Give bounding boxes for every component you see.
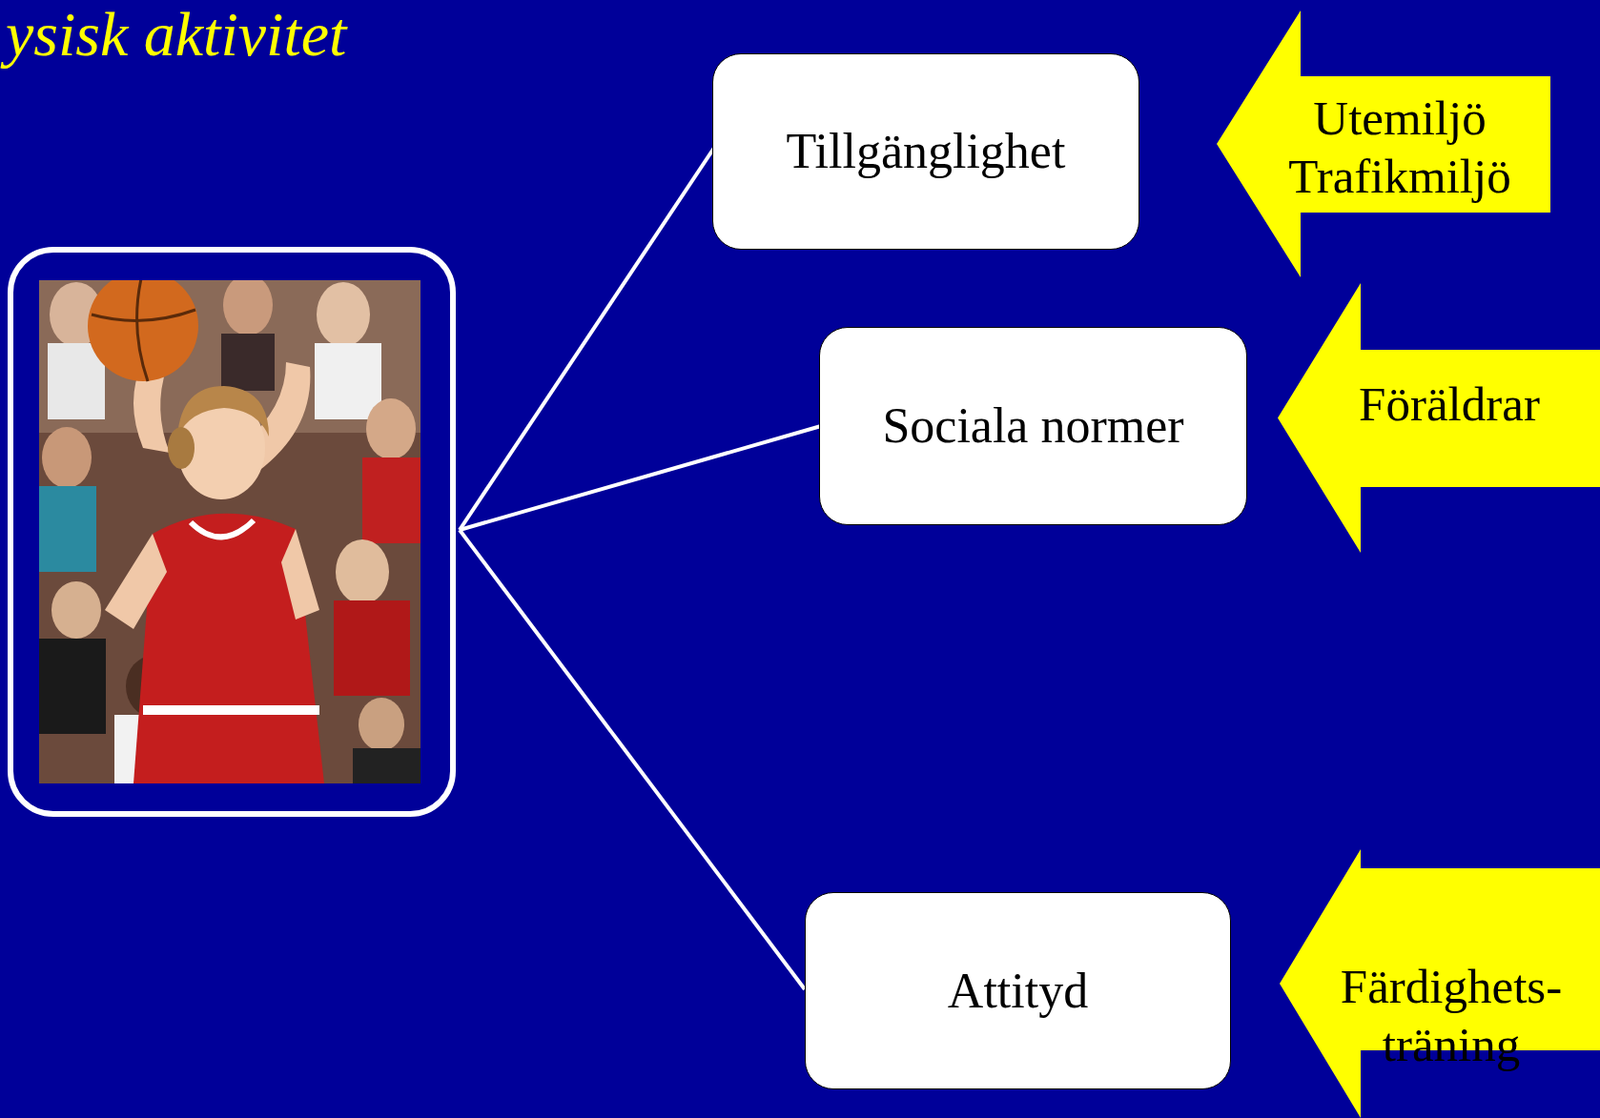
factor-box: Sociala normer: [819, 327, 1248, 526]
leader-line: [459, 426, 821, 531]
block-arrow-fill: [1279, 849, 1600, 1118]
block-arrow-fill: [1216, 10, 1551, 278]
box-label: Tillgänglighet: [786, 123, 1067, 181]
connector-lines: [459, 147, 821, 990]
factor-box: Attityd: [804, 892, 1231, 1090]
slide-title: ysisk aktivitet: [5, 0, 347, 70]
arrow-label: Trafikmiljö: [1288, 147, 1511, 206]
player: [87, 280, 325, 784]
arrow-label: Utemiljö: [1288, 89, 1511, 148]
crowd-background: [39, 280, 421, 784]
block-arrow-fill: [1277, 283, 1600, 554]
arrow-label: Föräldrar: [1358, 375, 1540, 434]
basketball-photo: [10, 249, 453, 815]
influence-arrow: Färdighets- träning: [1279, 849, 1600, 1118]
box-label: Sociala normer: [882, 397, 1184, 455]
leader-line: [459, 147, 715, 531]
box-label: Attityd: [947, 963, 1088, 1021]
influence-arrow: Föräldrar: [1277, 283, 1600, 554]
crowd: [39, 280, 421, 784]
arrow-label: Färdighets- träning: [1308, 958, 1595, 1075]
influence-arrow: UtemiljöTrafikmiljö: [1216, 10, 1551, 278]
photo-frame: [10, 249, 453, 815]
leader-line: [459, 530, 805, 990]
factor-box: Tillgänglighet: [712, 53, 1140, 250]
